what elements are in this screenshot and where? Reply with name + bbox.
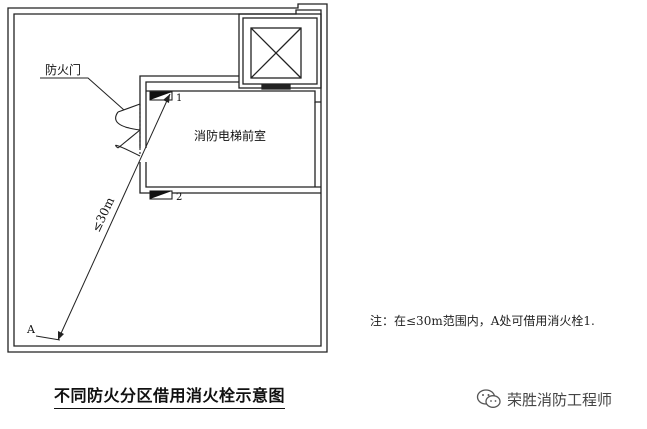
watermark: 荣胜消防工程师	[476, 388, 612, 410]
watermark-text: 荣胜消防工程师	[507, 390, 613, 409]
hydrant-1-number: 1	[176, 93, 182, 104]
distance-arrow-end	[163, 94, 170, 103]
wechat-icon	[476, 389, 501, 408]
fire-door	[115, 103, 141, 157]
lobby-wall	[139, 75, 321, 194]
point-a-label: A	[26, 323, 36, 336]
distance-label: ≤30m	[89, 195, 117, 235]
elevator-shaft	[238, 13, 322, 90]
fire-door-label: 防火门	[45, 62, 81, 77]
note-text: 注：在≤30m范围内，A处可借用消火栓1.	[370, 314, 595, 328]
distance-arrow-start	[58, 331, 64, 340]
lobby-label: 消防电梯前室	[194, 128, 266, 143]
fire-hydrant-2	[149, 190, 173, 200]
distance-line	[57, 93, 171, 341]
diagram-title: 不同防火分区借用消火栓示意图	[54, 382, 286, 409]
hydrant-2-number: 2	[176, 192, 182, 203]
fire-hydrant-1	[149, 91, 173, 101]
fire-door-leader-line	[40, 77, 125, 111]
point-a-leader	[35, 335, 61, 341]
